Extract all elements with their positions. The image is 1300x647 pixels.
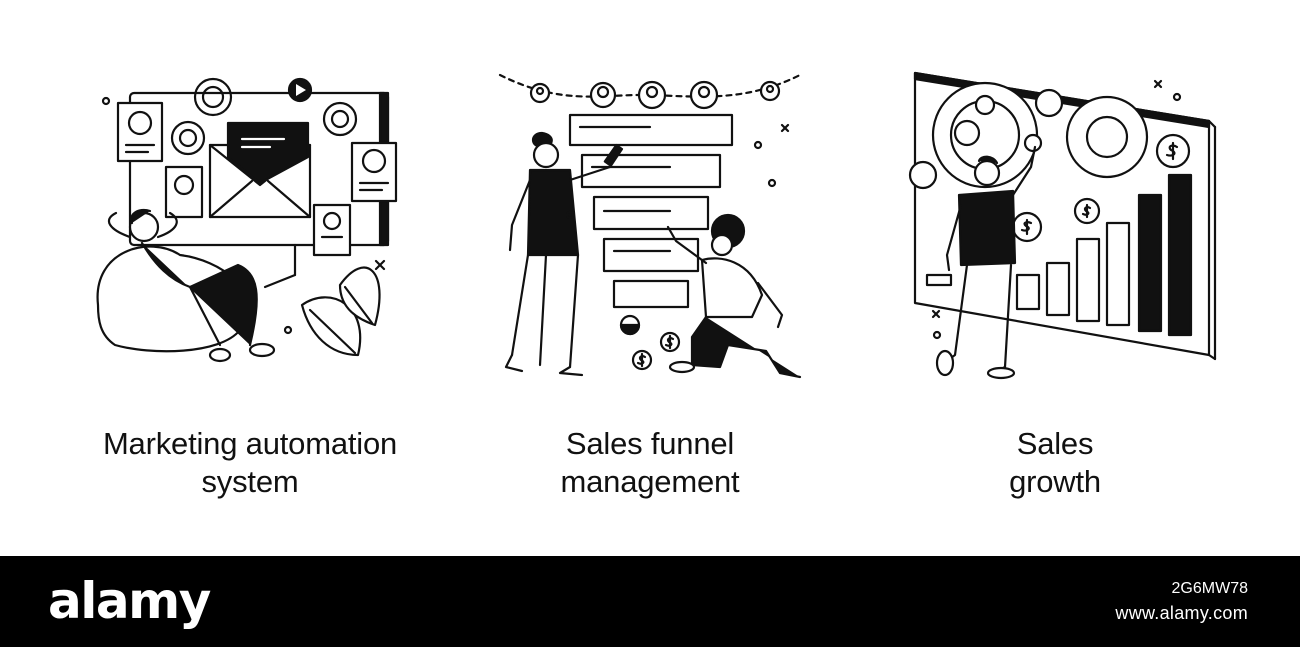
play-icon	[287, 77, 313, 103]
image-id: 2G6MW78	[1171, 580, 1248, 597]
sales-funnel-illustration	[498, 73, 802, 379]
dollar-coin-icon	[1011, 133, 1191, 243]
caption-marketing-automation: Marketing automation system	[70, 425, 430, 501]
marketing-automation-illustration	[96, 77, 398, 363]
caption-line: Sales	[1016, 426, 1094, 461]
avatar-icon	[908, 88, 1064, 190]
caption-line: Marketing automation	[102, 426, 398, 461]
caption-sales-funnel: Sales funnel management	[470, 425, 830, 501]
caption-line: system	[201, 464, 299, 499]
sales-growth-illustration	[908, 71, 1217, 380]
site-link[interactable]: www.alamy.com	[1115, 603, 1248, 623]
caption-line: management	[560, 464, 740, 499]
illustration-stage: Marketing automation system	[70, 55, 1235, 515]
leaf-icon	[101, 96, 386, 357]
person-icon	[935, 145, 1037, 380]
profile-card-icon	[116, 101, 398, 257]
dollar-coin-icon	[631, 331, 681, 371]
alamy-logo[interactable]: alamy	[48, 572, 211, 630]
gear-icon	[931, 81, 1149, 189]
person-icon	[666, 213, 802, 379]
avatar-icon	[529, 80, 781, 110]
panel-marketing-automation: Marketing automation system	[70, 55, 430, 515]
envelope-icon	[208, 121, 312, 219]
watermark-footer: alamy 2G6MW78 www.alamy.com	[0, 556, 1300, 647]
caption-line: growth	[1009, 464, 1101, 499]
beanbag-person-icon	[96, 208, 276, 363]
watermark-meta: 2G6MW78 www.alamy.com	[1115, 578, 1248, 626]
panel-sales-funnel: Sales funnel management	[470, 55, 830, 515]
gear-icon	[170, 77, 358, 156]
bar-chart-icon	[1015, 173, 1193, 337]
person-icon	[504, 131, 624, 377]
caption-sales-growth: Sales growth	[875, 425, 1235, 501]
panel-sales-growth: Sales growth	[875, 55, 1235, 515]
caption-line: Sales funnel	[565, 426, 735, 461]
